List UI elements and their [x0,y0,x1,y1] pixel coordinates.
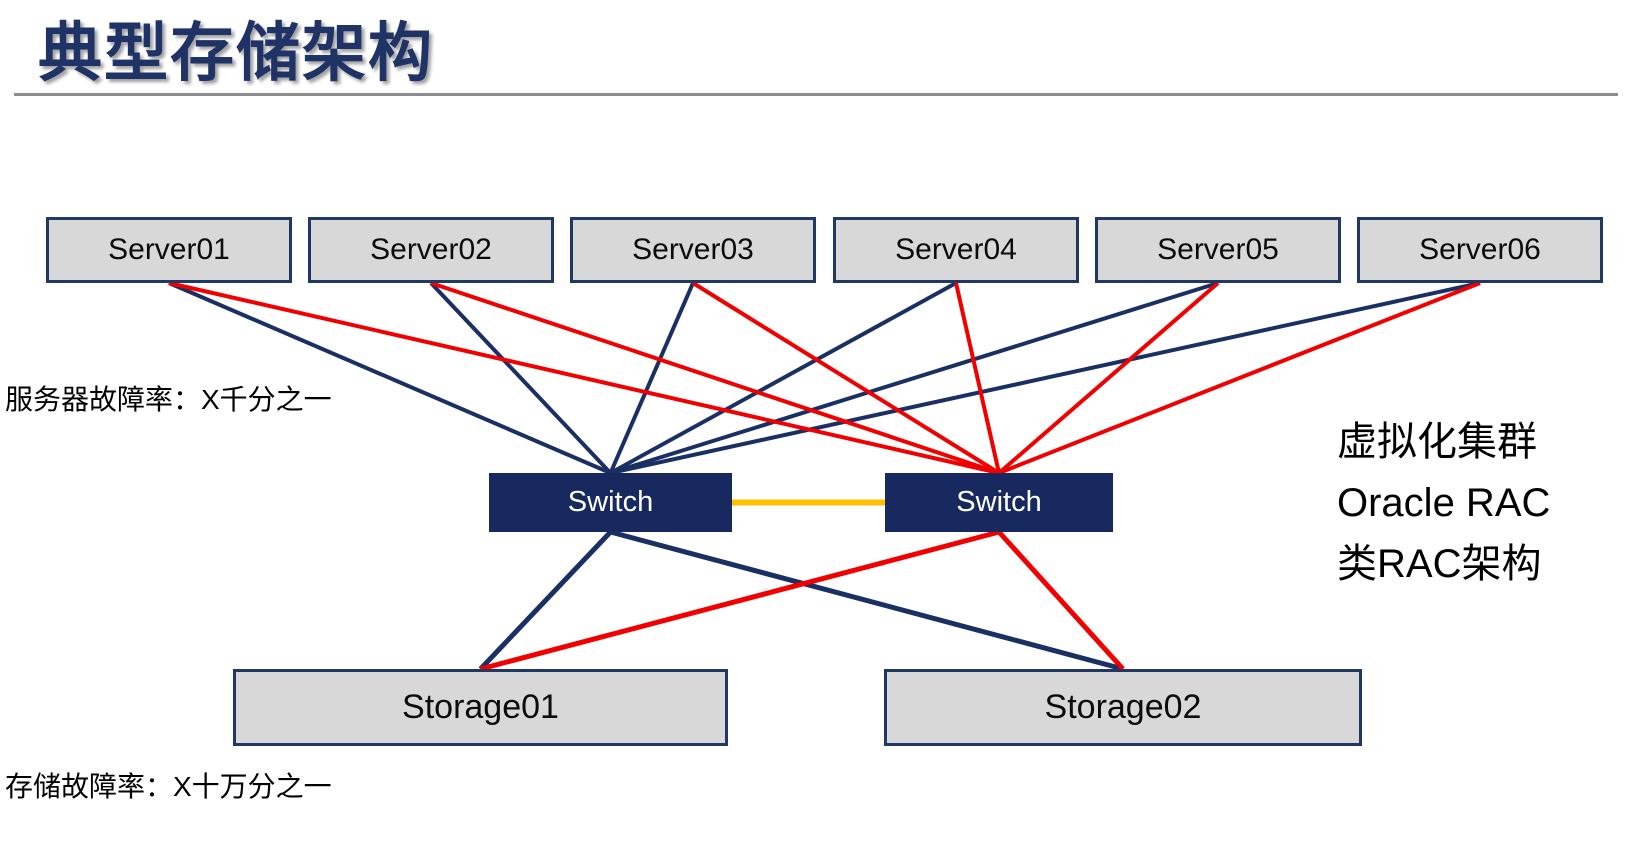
edge-server02-to-switch-right [430,281,1000,475]
edge-server03-to-switch-left [608,282,695,474]
switch-right-label: Switch [956,486,1042,518]
server06-box: Server06 [1357,217,1603,283]
storage02-box: Storage02 [884,669,1362,746]
switch-right-box: Switch [885,473,1113,532]
storage02-label: Storage02 [1044,688,1202,726]
server06-label: Server06 [1419,233,1541,266]
edge-server02-to-switch-left [429,281,612,475]
server01-box: Server01 [46,217,292,283]
switch-left-box: Switch [489,473,732,532]
edge-server04-to-switch-right [954,282,1001,474]
server05-box: Server05 [1095,217,1341,283]
edge-server03-to-switch-right [691,281,1001,475]
edge-server05-to-switch-left [609,281,1219,475]
edge-switch-left-to-storage01 [478,530,613,671]
server05-label: Server05 [1157,233,1279,266]
server03-box: Server03 [570,217,816,283]
server04-box: Server04 [833,217,1079,283]
edge-server04-to-switch-left [609,281,957,475]
edge-server01-to-switch-right [168,281,1000,475]
server02-box: Server02 [308,217,554,283]
cluster-note-line-2: Oracle RAC [1337,481,1551,525]
server04-label: Server04 [895,233,1017,266]
server01-label: Server01 [108,233,230,266]
storage-failure-rate-note: 存储故障率：X十万分之一 [5,771,332,802]
server02-label: Server02 [370,233,492,266]
edge-server06-to-switch-right [998,281,1481,475]
server03-label: Server03 [632,233,754,266]
edge-server06-to-switch-left [610,281,1481,475]
page-title: 典型存储架构 [38,17,434,89]
server-failure-rate-note: 服务器故障率：X千分之一 [5,384,332,415]
storage01-label: Storage01 [402,688,559,726]
switch-left-label: Switch [567,486,654,518]
cluster-note: 虚拟化集群 Oracle RAC 类RAC架构 [1337,412,1550,595]
edge-switch-left-to-storage02 [609,529,1124,672]
edge-switch-right-to-storage01 [479,529,1000,672]
edge-switch-right-to-storage02 [997,530,1125,671]
cluster-note-line-1: 虚拟化集群 [1337,420,1537,464]
edge-server05-to-switch-right [997,281,1220,475]
edge-server01-to-switch-left [168,281,612,475]
cluster-note-line-3: 类RAC架构 [1337,542,1542,586]
storage01-box: Storage01 [233,669,728,746]
title-divider [14,93,1618,96]
